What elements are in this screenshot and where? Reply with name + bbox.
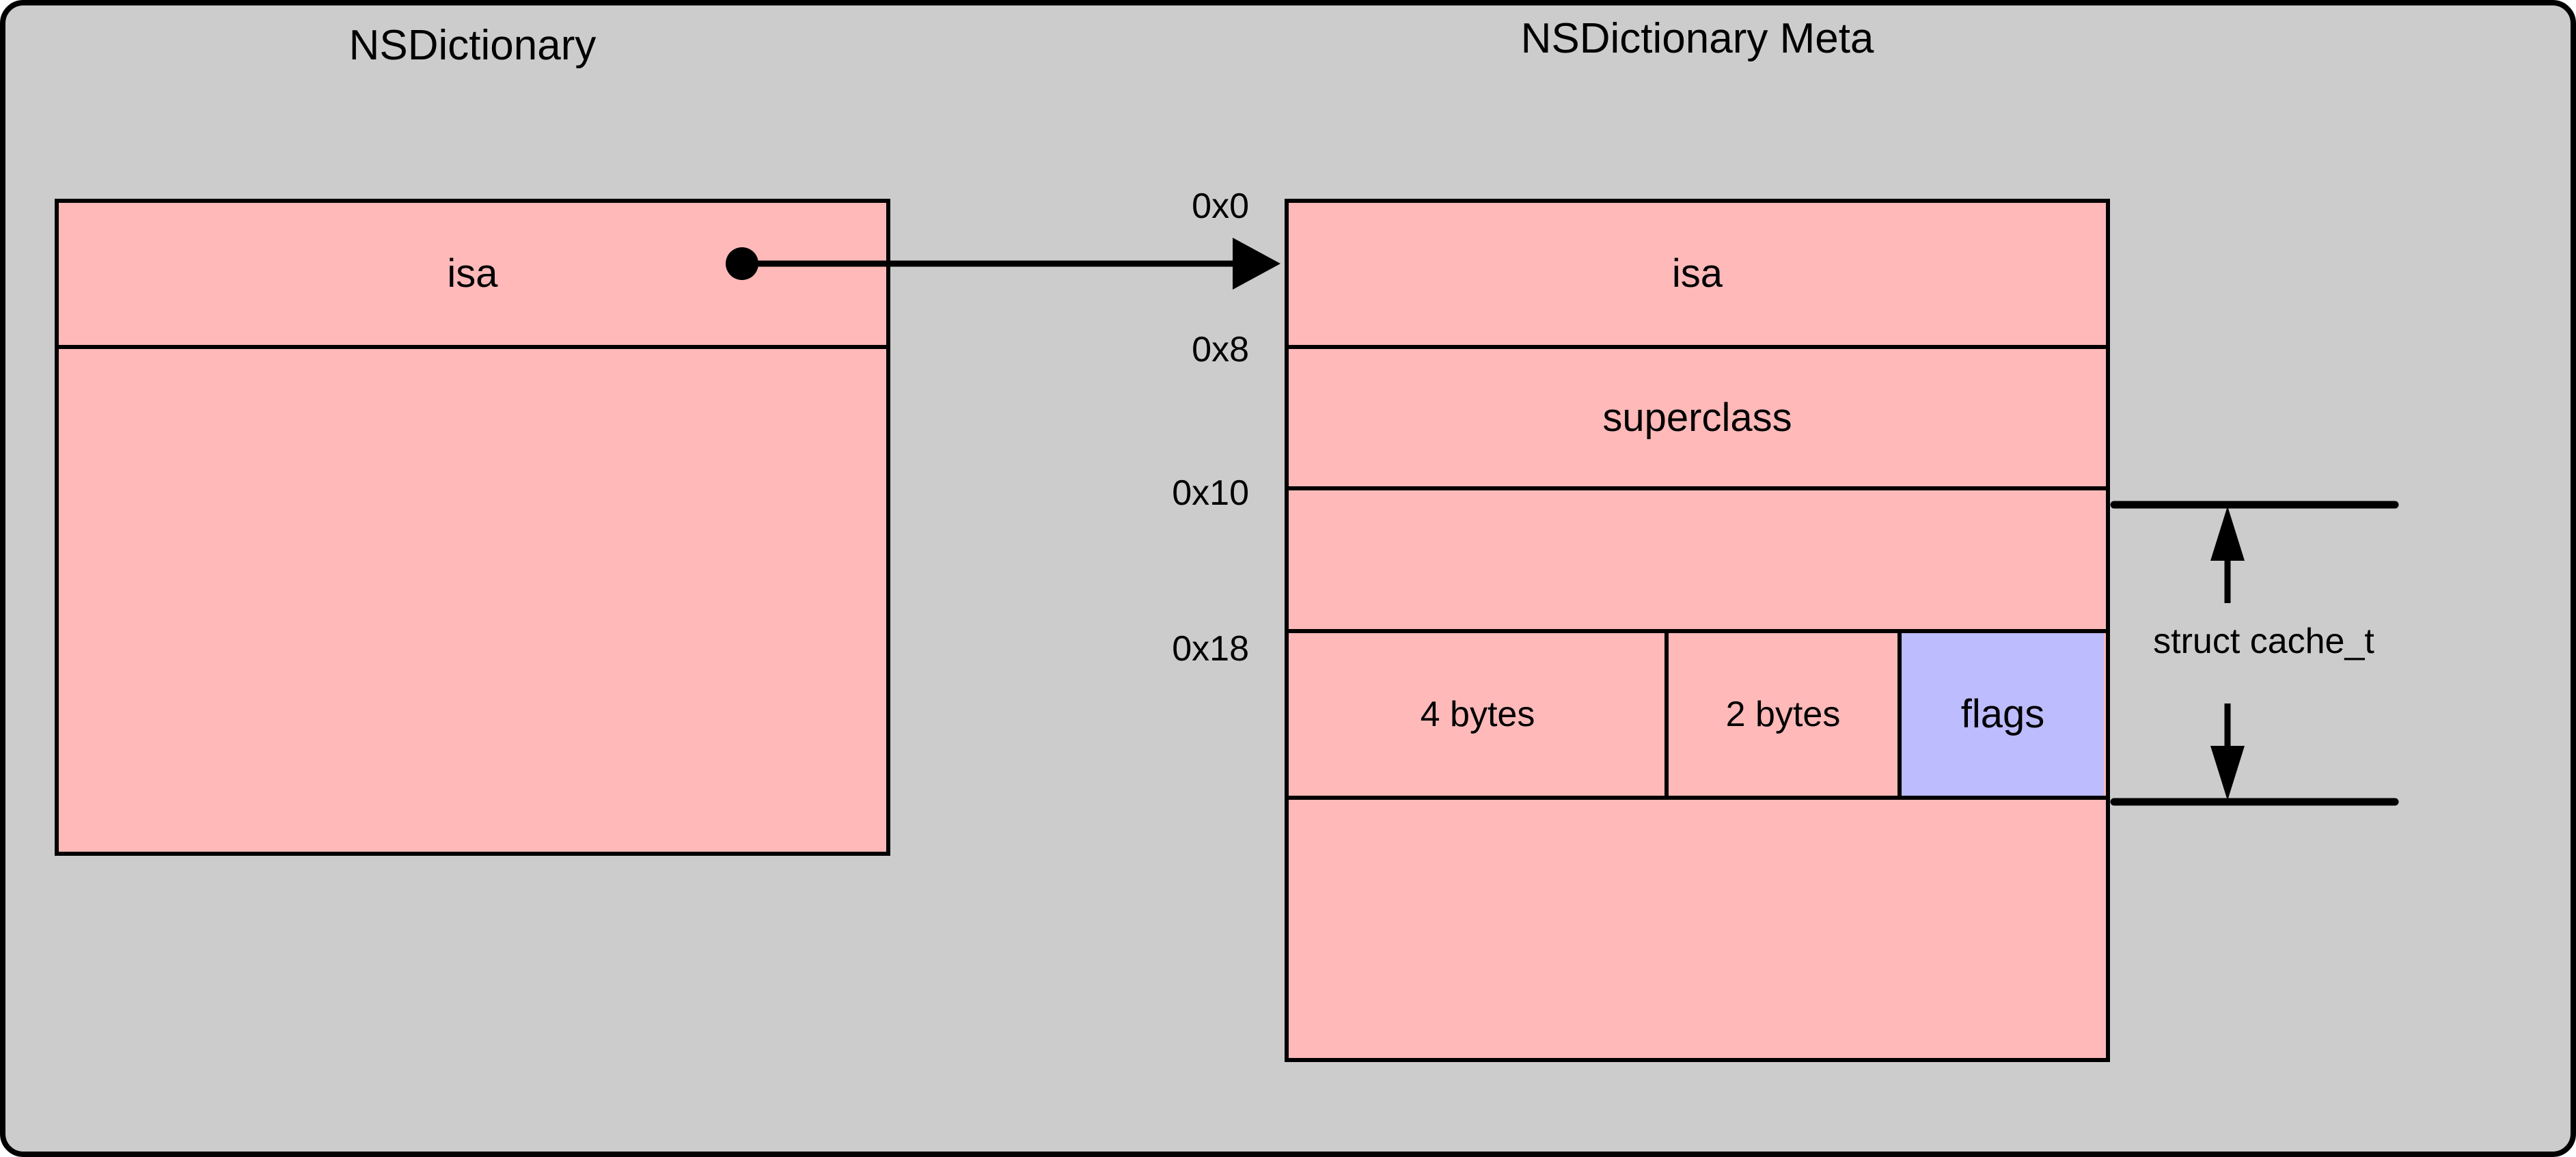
meta-row-tail — [1289, 796, 2106, 1050]
double-headed-dimension-arrow-icon — [2110, 501, 2399, 806]
isa-pointer-arrow-icon — [726, 238, 1280, 290]
bitfield-cell-4-bytes: 4 bytes — [1291, 633, 1664, 796]
meta-row-cache-upper — [1289, 486, 2106, 629]
address-label-0x0: 0x0 — [1192, 186, 1249, 226]
object-row-isa-label: isa — [447, 251, 498, 296]
bitfield-cell-flags: flags — [1897, 633, 2104, 796]
bitfield-cell-2-bytes-label: 2 bytes — [1725, 695, 1841, 734]
meta-row-bitfield: 4 bytes 2 bytes flags — [1289, 629, 2106, 796]
meta-row-isa: isa — [1289, 203, 2106, 345]
bitfield-cell-2-bytes: 2 bytes — [1664, 633, 1897, 796]
meta-box-title: NSDictionary Meta — [1520, 15, 1874, 62]
object-box-title: NSDictionary — [348, 22, 597, 69]
cache-annotation-label: struct cache_t — [2153, 622, 2374, 661]
object-row-body — [59, 345, 886, 852]
meta-row-superclass-label: superclass — [1602, 395, 1792, 440]
bitfield-cell-flags-label: flags — [1960, 692, 2045, 736]
meta-row-superclass: superclass — [1289, 345, 2106, 486]
address-label-0x8: 0x8 — [1192, 330, 1249, 370]
address-label-0x10: 0x10 — [1172, 473, 1249, 513]
bitfield-cell-4-bytes-label: 4 bytes — [1420, 695, 1535, 734]
address-label-0x18: 0x18 — [1172, 629, 1249, 669]
nsdictionary-object-box: isa — [55, 199, 890, 856]
nsdictionary-meta-box: isa superclass 4 bytes 2 bytes flags — [1285, 199, 2110, 1062]
meta-row-isa-label: isa — [1671, 251, 1723, 296]
